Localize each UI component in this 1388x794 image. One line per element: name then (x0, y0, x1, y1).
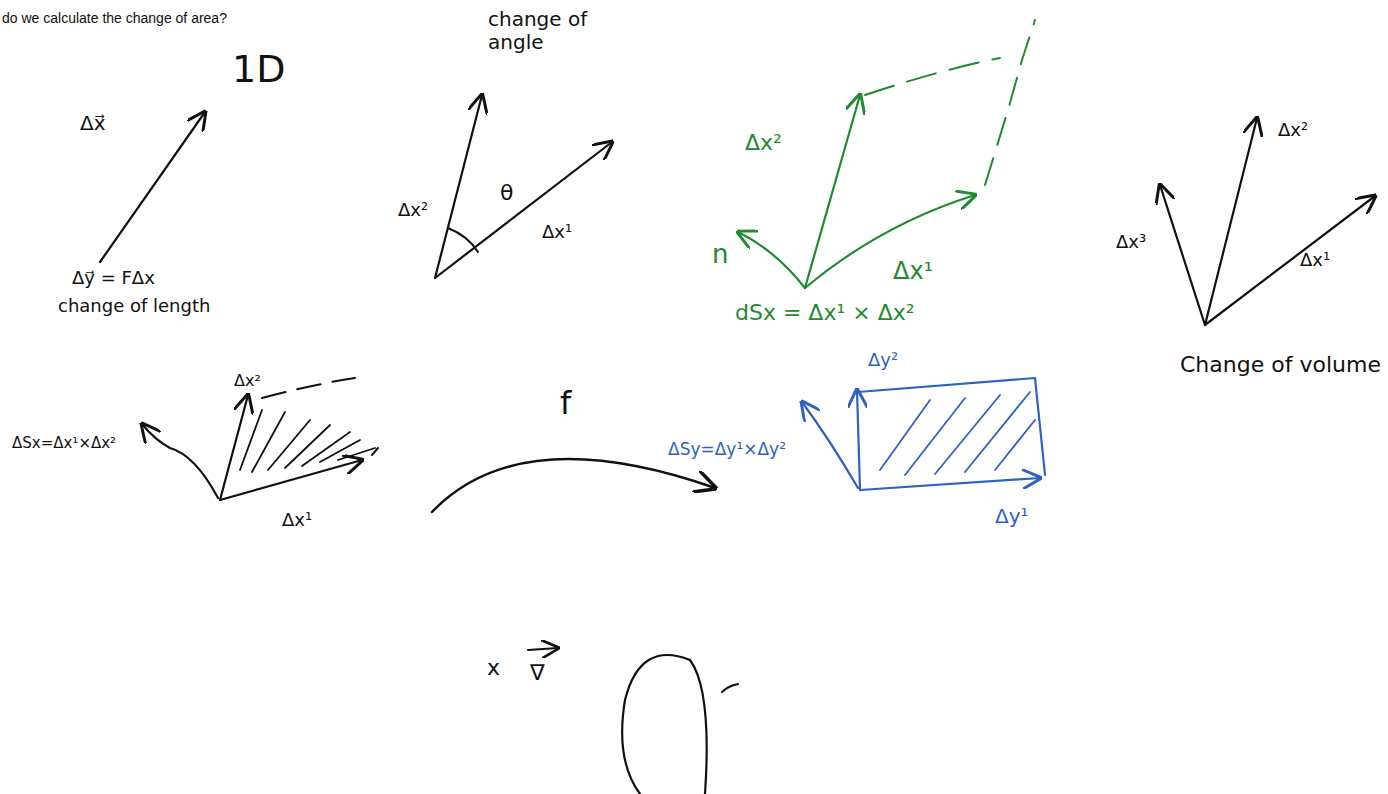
dashed-edge (262, 378, 378, 455)
vector-arrow (1160, 185, 1205, 325)
handwritten-label: Δx² (1278, 120, 1308, 141)
vector-arrow (220, 395, 248, 500)
angle-arc (448, 228, 478, 252)
circle-sketch (622, 655, 690, 794)
parallelogram-edge (858, 378, 1045, 475)
hatching (880, 392, 1035, 475)
question-heading: do we calculate the change of area? (2, 10, 227, 26)
handwritten-label: Δx² (745, 130, 782, 155)
dashed-edge (985, 20, 1035, 185)
vector-arrow (860, 478, 1040, 490)
handwritten-label: ∇ (530, 660, 545, 685)
handwritten-label: Δx² (234, 372, 261, 390)
handwritten-label: θ (500, 180, 513, 205)
handwritten-label: n (712, 240, 728, 270)
handwritten-label: Δx² (398, 200, 428, 221)
handwritten-label: Δy¹ (995, 505, 1029, 528)
normal-arrow (802, 402, 858, 488)
handwritten-label: change of length (58, 296, 210, 317)
handwritten-label: ΔSy=Δy¹×Δy² (668, 440, 786, 460)
handwritten-label: Δy² (868, 350, 898, 371)
handwritten-label: dSx = Δx¹ × Δx² (735, 300, 915, 325)
handwritten-label: 1D (232, 48, 285, 92)
handwritten-label: Δy⃗ = FΔx (72, 268, 155, 289)
mapping-arrow (432, 459, 715, 512)
handwritten-label: ΔSx=Δx¹×Δx² (12, 435, 116, 452)
handwritten-label: Δx⃗ (80, 112, 106, 135)
hatching (240, 410, 375, 472)
dashed-edge (865, 58, 1000, 95)
handwritten-label: x (487, 655, 500, 680)
handwritten-label: Δx³ (1116, 232, 1146, 253)
handwritten-label: Δx¹ (1300, 250, 1330, 271)
circle-sketch (690, 660, 707, 794)
vector-arrow (857, 390, 860, 490)
vector-arrow (805, 95, 860, 288)
handwritten-label: f (560, 385, 571, 422)
normal-arrow (738, 232, 805, 288)
vector-arrow (435, 95, 482, 278)
stroke (722, 684, 738, 692)
handwritten-label: Δx¹ (282, 510, 312, 531)
vector-arrow (435, 142, 612, 278)
handwritten-label: Δx¹ (542, 222, 572, 243)
vector-arrow (100, 112, 205, 262)
vector-arrow (805, 195, 975, 288)
handwritten-label: change of angle (488, 8, 588, 54)
handwritten-label: Δx¹ (893, 258, 933, 286)
handwritten-label: Change of volume (1180, 352, 1381, 377)
vector-arrow (1205, 196, 1375, 325)
vector-over-arrow (528, 648, 558, 650)
vector-arrow (1205, 118, 1257, 325)
normal-arrow (142, 424, 218, 498)
